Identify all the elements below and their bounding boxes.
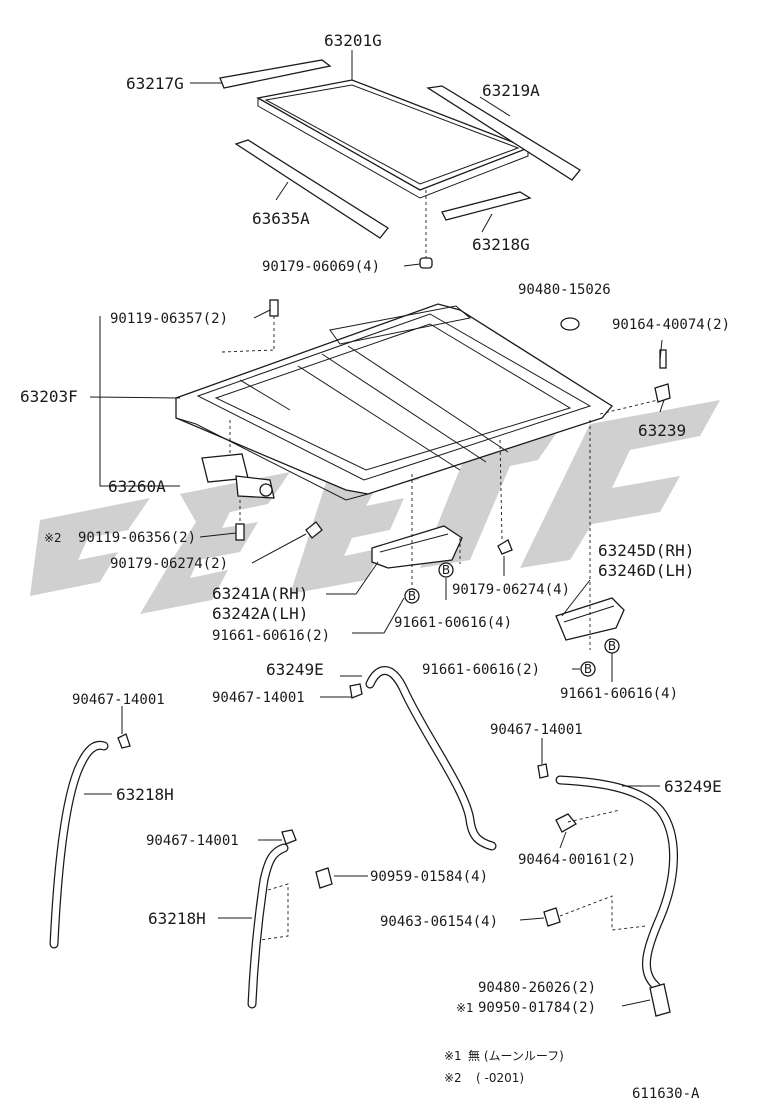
badge-b-1: B xyxy=(438,562,454,578)
label-90179-06274-2: 90179-06274(2) xyxy=(110,556,228,572)
label-90463-06154: 90463-06154(4) xyxy=(380,914,498,930)
label-90480-15026: 90480-15026 xyxy=(518,282,611,298)
label-63260A: 63260A xyxy=(108,477,166,496)
label-90950-01784: 90950-01784(2) xyxy=(478,1000,596,1016)
hose-fitting-90464 xyxy=(555,813,577,833)
clip-a xyxy=(305,521,323,539)
glass-assembly xyxy=(219,59,581,269)
label-90119-06356: 90119-06356(2) xyxy=(78,530,196,546)
label-63249E-right: 63249E xyxy=(664,777,722,796)
leaders-top xyxy=(190,50,511,267)
motor-bolt xyxy=(235,523,245,541)
svg-text:B: B xyxy=(584,662,592,676)
badge-b-2: B xyxy=(404,588,420,604)
badge-b-3: B xyxy=(580,661,596,677)
frame-grommet xyxy=(560,317,580,331)
label-91661-60616-b: 91661-60616(2) xyxy=(212,628,330,644)
label-90464-00161: 90464-00161(2) xyxy=(518,852,636,868)
label-63218H-bottom: 63218H xyxy=(148,909,206,928)
drain-hoses xyxy=(49,666,679,1017)
part-labels: 63201G 63217G 63219A 63635A 63218G 90179… xyxy=(20,31,730,1016)
label-63217G: 63217G xyxy=(126,74,184,93)
label-90480-26026: 90480-26026(2) xyxy=(478,980,596,996)
label-63245D: 63245D(RH) xyxy=(598,541,694,560)
note-1-mark: ※1 xyxy=(444,1049,462,1063)
drain-hose-front-right xyxy=(365,666,497,851)
hose-clamp-c xyxy=(537,763,549,779)
hose-clamp-a xyxy=(349,683,363,699)
frame-bracket xyxy=(654,383,671,403)
glass-weatherstrip-front xyxy=(219,59,332,89)
side-rails xyxy=(305,420,625,650)
label-63249E-top: 63249E xyxy=(266,660,324,679)
label-63203F: 63203F xyxy=(20,387,78,406)
glass-weatherstrip-right xyxy=(426,85,581,181)
label-90467-a: 90467-14001 xyxy=(212,690,305,706)
label-63218G: 63218G xyxy=(472,235,530,254)
label-mark-2: ※2 xyxy=(44,531,62,545)
figure-id: 611630-A xyxy=(632,1086,700,1102)
sunroof-motor xyxy=(201,420,275,541)
drain-hose-rear-right xyxy=(555,775,679,991)
label-63218H-top: 63218H xyxy=(116,785,174,804)
frame-bolt xyxy=(269,299,279,317)
svg-text:B: B xyxy=(442,563,450,577)
hose-clamp-d xyxy=(281,829,297,845)
glass-clip xyxy=(419,257,433,269)
badge-b-4: B xyxy=(604,638,620,654)
label-91661-60616-a: 91661-60616(4) xyxy=(394,615,512,631)
label-mark-1: ※1 xyxy=(456,1001,474,1015)
glass-rail-left xyxy=(234,139,389,239)
label-63241A: 63241A(RH) xyxy=(212,584,308,603)
svg-text:B: B xyxy=(608,639,616,653)
note-2-text: ( -0201) xyxy=(476,1071,524,1085)
label-90179-06069: 90179-06069(4) xyxy=(262,259,380,275)
svg-text:B: B xyxy=(408,589,416,603)
label-63239: 63239 xyxy=(638,421,686,440)
drain-hose-front-left xyxy=(49,740,109,949)
note-1-text: 無 (ムーンルーフ) xyxy=(468,1048,564,1063)
hose-clip-90959 xyxy=(315,867,333,889)
drain-hose-rear-left xyxy=(247,843,289,1009)
label-63635A: 63635A xyxy=(252,209,310,228)
hose-clamp-b xyxy=(117,733,131,749)
clip-b xyxy=(497,539,513,555)
leaders-bottom xyxy=(84,675,660,1007)
footnotes: ※1 無 (ムーンルーフ) ※2 ( -0201) 611630-A xyxy=(444,1048,700,1102)
label-90179-06274-4: 90179-06274(4) xyxy=(452,582,570,598)
label-63219A: 63219A xyxy=(482,81,540,100)
label-91661-60616-c: 91661-60616(2) xyxy=(422,662,540,678)
label-90467-c: 90467-14001 xyxy=(490,722,583,738)
sunroof-frame xyxy=(175,299,671,501)
label-90119-06357: 90119-06357(2) xyxy=(110,311,228,327)
label-91661-60616-d: 91661-60616(4) xyxy=(560,686,678,702)
label-63242A: 63242A(LH) xyxy=(212,604,308,623)
label-90959-01584: 90959-01584(4) xyxy=(370,869,488,885)
note-2-mark: ※2 xyxy=(444,1071,462,1085)
label-90164-40074: 90164-40074(2) xyxy=(612,317,730,333)
glass-strip-rear xyxy=(441,191,532,221)
leaders-mid xyxy=(89,309,665,682)
label-90467-d: 90467-14001 xyxy=(146,833,239,849)
label-90467-b: 90467-14001 xyxy=(72,692,165,708)
hose-clip-90463 xyxy=(543,907,561,927)
label-63246D: 63246D(LH) xyxy=(598,561,694,580)
label-63201G: 63201G xyxy=(324,31,382,50)
hose-outlet-90950 xyxy=(649,983,671,1017)
